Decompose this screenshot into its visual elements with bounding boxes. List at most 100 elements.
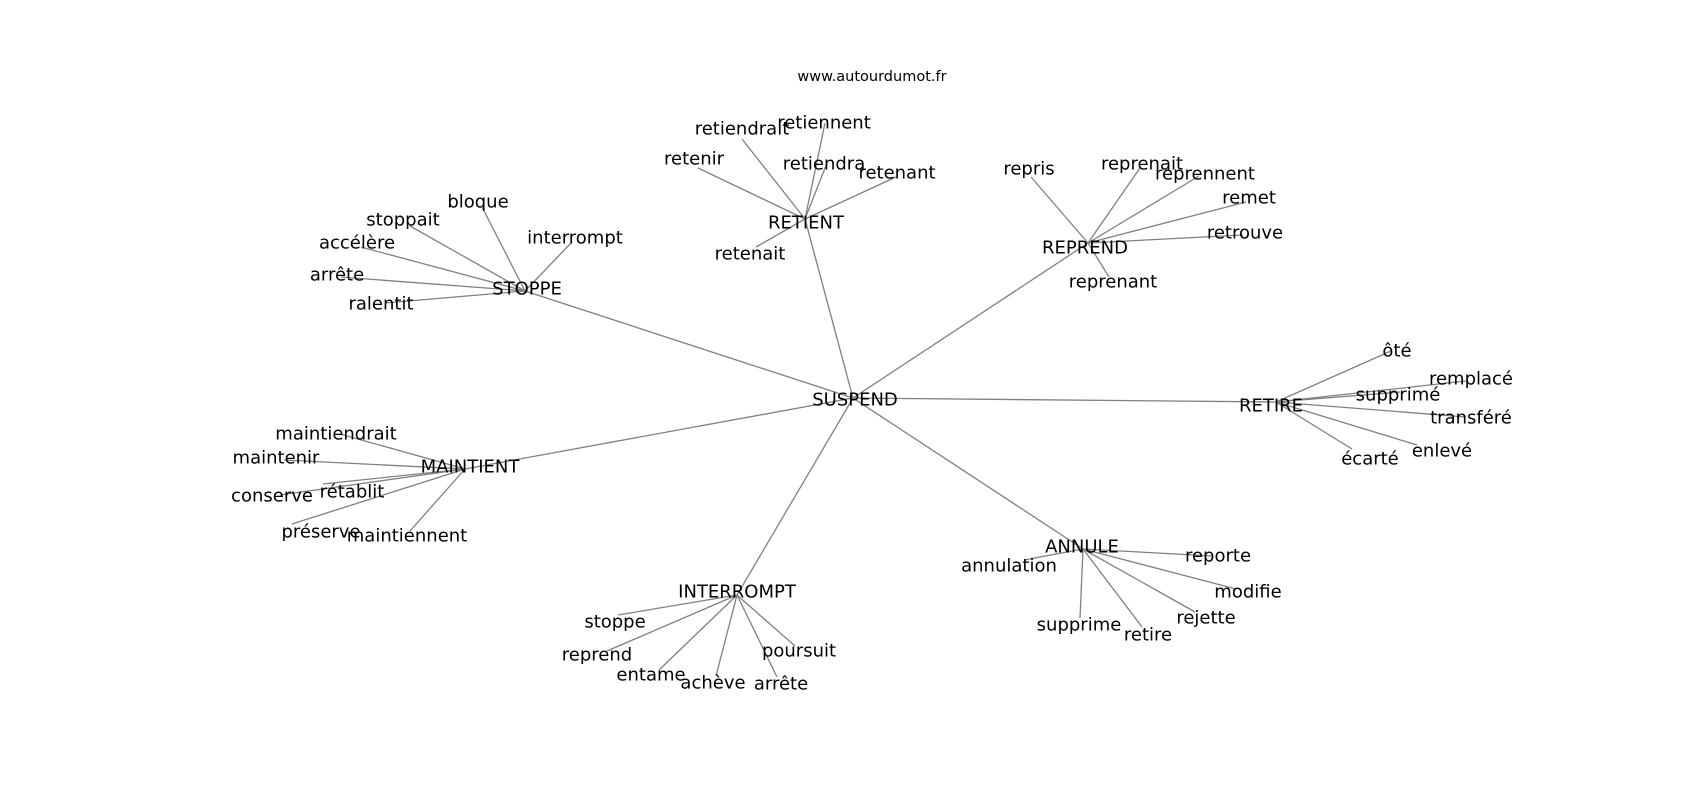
edge-retient-word xyxy=(804,122,826,220)
hub-node-label[interactable]: RETIRE xyxy=(1239,396,1303,417)
edge-reprend-word xyxy=(1087,242,1110,278)
word-node-label[interactable]: retiendrait xyxy=(695,119,790,140)
edge-stoppe-word xyxy=(360,246,526,292)
word-node-label[interactable]: enlevé xyxy=(1412,441,1472,462)
word-node-label[interactable]: reprend xyxy=(562,645,632,666)
word-node-label[interactable]: remet xyxy=(1222,188,1276,209)
hub-node-label[interactable]: MAINTIENT xyxy=(421,457,521,478)
edge-stoppe-word xyxy=(409,225,526,292)
word-node-label[interactable]: retiennent xyxy=(777,113,871,134)
word-node-label[interactable]: retrouve xyxy=(1207,223,1283,244)
word-node-label[interactable]: conserve xyxy=(231,486,313,507)
word-node-label[interactable]: ralentit xyxy=(348,294,413,315)
hub-node-label[interactable]: REPREND xyxy=(1042,238,1128,259)
word-node-label[interactable]: retenir xyxy=(664,149,725,170)
edge-reprend-word xyxy=(1087,175,1200,244)
edge-interrompt-word xyxy=(606,594,738,652)
hub-node-label[interactable]: ANNULE xyxy=(1045,537,1119,558)
word-node-label[interactable]: écarté xyxy=(1341,449,1399,470)
edge-annule-word xyxy=(1082,548,1196,613)
word-node-label[interactable]: reporte xyxy=(1185,546,1251,567)
edge-center-retient xyxy=(804,218,854,399)
word-node-label[interactable]: reprenant xyxy=(1069,272,1158,293)
site-title: www.autourdumot.fr xyxy=(797,69,946,85)
edge-stoppe-word xyxy=(384,290,526,304)
edge-reprend-word xyxy=(1087,234,1244,244)
word-node-label[interactable]: ôté xyxy=(1382,341,1411,362)
edge-center-interrompt xyxy=(736,397,854,596)
word-node-label[interactable]: retiendra xyxy=(783,154,865,175)
edge-annule-word xyxy=(1082,548,1214,557)
word-node-label[interactable]: arrête xyxy=(754,674,808,695)
edge-retire-word xyxy=(1275,401,1353,450)
edge-center-stoppe xyxy=(524,290,854,399)
word-node-label[interactable]: reprennent xyxy=(1155,164,1255,185)
word-node-label[interactable]: accélère xyxy=(319,233,395,254)
edge-interrompt-word xyxy=(715,594,738,677)
edge-retient-word xyxy=(697,167,806,220)
edge-annule-word xyxy=(1082,548,1143,628)
word-node-label[interactable]: supprime xyxy=(1037,615,1122,636)
word-node-label[interactable]: retenant xyxy=(858,163,935,184)
word-node-label[interactable]: supprimé xyxy=(1356,385,1441,406)
word-node-label[interactable]: retenait xyxy=(715,244,786,265)
edge-center-maintient xyxy=(464,397,854,470)
edge-retient-word xyxy=(804,162,828,220)
labels-layer: SUSPEND STOPPE stoppait bloque accélère inter… xyxy=(231,113,1513,695)
word-node-label[interactable]: reprenait xyxy=(1101,154,1183,175)
edge-retire-word xyxy=(1275,350,1392,403)
word-node-label[interactable]: transféré xyxy=(1430,408,1512,429)
edge-annule-word xyxy=(1023,548,1084,561)
word-node-label[interactable]: annulation xyxy=(961,556,1057,577)
hub-node-label[interactable]: INTERROMPT xyxy=(678,582,797,603)
edge-stoppe-word xyxy=(481,206,526,292)
edge-reprend-word xyxy=(1087,201,1247,244)
edge-center-retire xyxy=(852,397,1277,403)
edge-maintient-word xyxy=(291,468,466,525)
edge-retire-word xyxy=(1275,401,1418,446)
edge-retient-word xyxy=(755,218,806,248)
edge-retient-word xyxy=(741,138,806,220)
edge-maintient-word xyxy=(283,459,466,470)
edge-center-reprend xyxy=(852,242,1089,399)
word-node-label[interactable]: rejette xyxy=(1176,608,1235,629)
word-node-label[interactable]: préserve xyxy=(281,522,360,543)
center-node-label[interactable]: SUSPEND xyxy=(812,390,898,411)
word-node-label[interactable]: maintenir xyxy=(233,448,321,469)
edge-stoppe-word xyxy=(340,276,526,292)
word-node-label[interactable]: poursuit xyxy=(762,641,836,662)
edge-reprend-word xyxy=(1087,167,1141,244)
edge-interrompt-word xyxy=(736,594,778,678)
edge-maintient-word xyxy=(339,433,466,470)
hub-node-label[interactable]: RETIENT xyxy=(768,213,845,234)
word-node-label[interactable]: maintiendrait xyxy=(275,424,396,445)
word-node-label[interactable]: bloque xyxy=(447,192,508,213)
word-node-label[interactable]: rétablit xyxy=(320,482,385,503)
edge-annule-word xyxy=(1079,548,1084,619)
word-node-label[interactable]: entame xyxy=(616,665,685,686)
edge-retire-word xyxy=(1275,391,1401,403)
edge-annule-word xyxy=(1082,548,1237,590)
word-node-label[interactable]: arrête xyxy=(310,265,364,286)
word-node-label[interactable]: stoppait xyxy=(366,210,439,231)
word-node-label[interactable]: stoppe xyxy=(584,612,645,633)
edge-maintient-word xyxy=(409,468,466,532)
word-node-label[interactable]: modifie xyxy=(1214,582,1281,603)
edge-retire-word xyxy=(1275,401,1467,418)
word-node-label[interactable]: achève xyxy=(680,673,745,694)
edge-stoppe-word xyxy=(524,241,573,292)
hub-node-label[interactable]: STOPPE xyxy=(492,279,562,300)
edge-interrompt-word xyxy=(617,594,738,616)
edge-retire-word xyxy=(1275,380,1467,403)
word-node-label[interactable]: interrompt xyxy=(527,228,623,249)
word-node-label[interactable]: remplacé xyxy=(1429,369,1513,390)
edge-interrompt-word xyxy=(658,594,738,671)
edge-maintient-word xyxy=(322,468,466,485)
word-node-label[interactable]: repris xyxy=(1003,159,1054,180)
word-node-label[interactable]: retire xyxy=(1124,625,1172,646)
edge-center-annule xyxy=(852,397,1084,550)
edge-reprend-word xyxy=(1030,176,1089,244)
word-node-label[interactable]: maintiennent xyxy=(347,526,467,547)
